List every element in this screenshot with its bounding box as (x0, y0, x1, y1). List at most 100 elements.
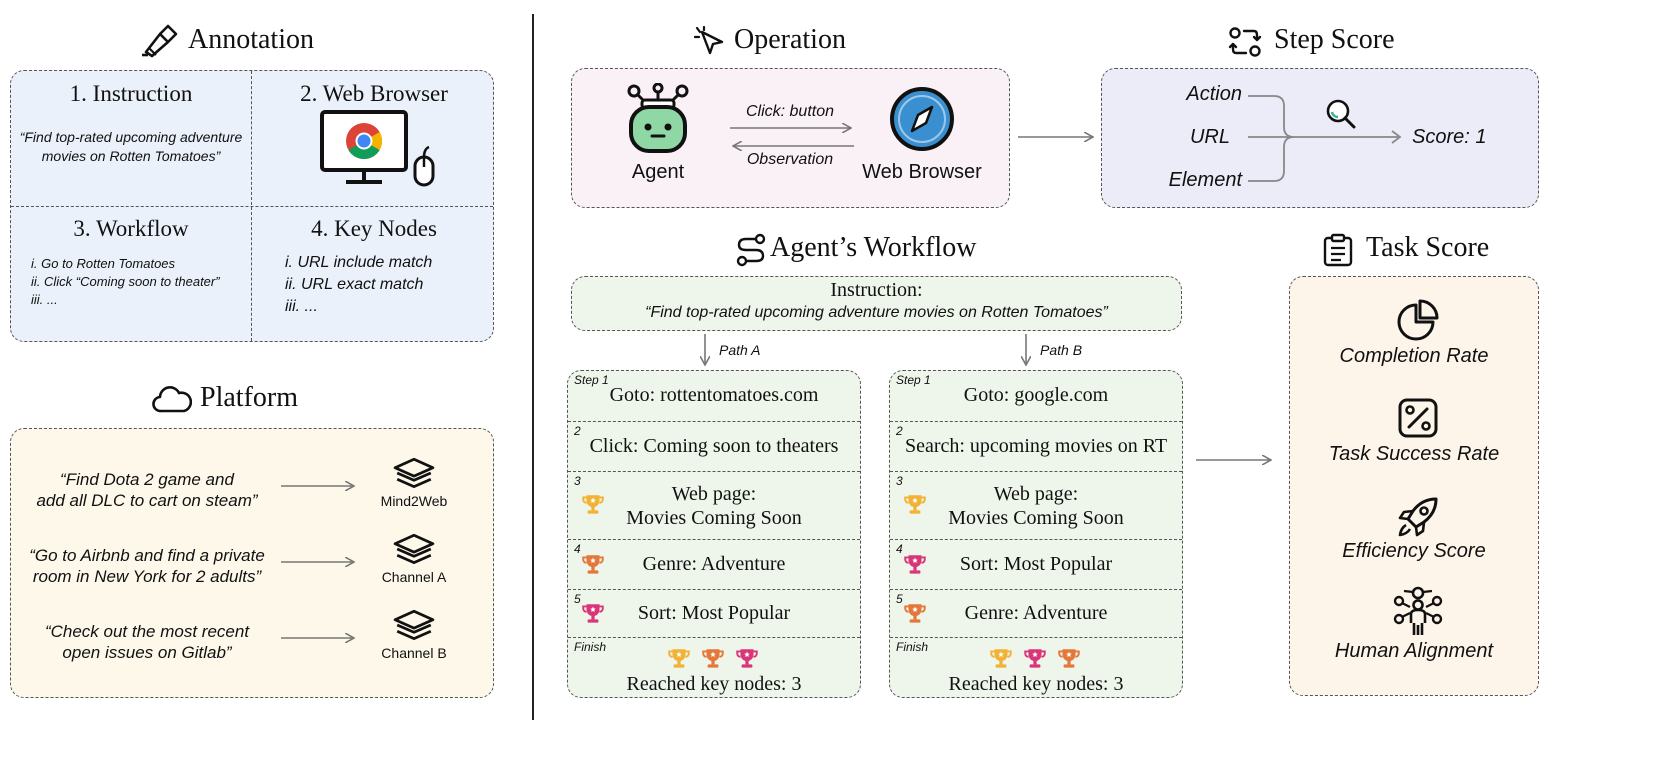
path-step: Step 1 Goto: google.com (890, 371, 1182, 421)
step-score-heading: Step Score (1226, 22, 1446, 62)
instruction-cell-title: 1. Instruction (69, 81, 193, 106)
step-input-url: URL (1189, 126, 1230, 148)
key-node-item: iii. ... (285, 298, 318, 315)
web-browser-cell: 2. Web Browser (253, 71, 495, 206)
trophy-gold-icon (988, 646, 1014, 672)
clipboard-icon (1323, 233, 1353, 267)
compass-browser-icon (890, 87, 954, 151)
platform-quote-line2: room in New York for 2 adults” (32, 567, 262, 586)
step-text: Web page: (671, 483, 757, 505)
platform-title: Platform (200, 382, 298, 413)
platform-quote-line2: add all DLC to cart on steam” (36, 491, 258, 510)
annotation-hdivider (11, 206, 493, 207)
path-step: 3 Web page: Movies Coming Soon (890, 471, 1182, 539)
workflow-cell-title: 3. Workflow (73, 216, 189, 241)
step-number: 5 (896, 592, 903, 606)
path-finish: Finish Reached key nodes: 3 (568, 637, 860, 699)
layers-icon (393, 533, 435, 567)
path-b-arrow (1019, 334, 1033, 370)
operation-title: Operation (734, 24, 846, 55)
step-number: Step 1 (896, 373, 931, 387)
platform-quote: “Find Dota 2 game and add all DLC to car… (7, 469, 287, 511)
metric-label: Completion Rate (1339, 345, 1489, 367)
step-score-result: Score: 1 (1412, 126, 1487, 148)
monitor-chrome-icon (320, 110, 435, 187)
workflow-item: i. Go to Rotten Tomatoes (31, 256, 176, 271)
platform-label: Mind2Web (380, 493, 448, 509)
pie-chart-icon (1397, 299, 1439, 341)
step-text: Click: Coming soon to theaters (589, 435, 839, 457)
platform-quote-line1: “Go to Airbnb and find a private (29, 546, 265, 565)
workflow-instruction-label: Instruction: (830, 279, 923, 301)
agent-label: Agent (631, 161, 685, 183)
finish-text: Reached key nodes: 3 (626, 673, 802, 695)
platform-quote-line2: open issues on Gitlab” (62, 643, 232, 662)
path-step: 4 Genre: Adventure (568, 539, 860, 589)
step-number: 4 (574, 542, 581, 556)
task-score-heading: Task Score (1322, 230, 1542, 270)
finish-label: Finish (574, 640, 607, 654)
workflow-to-taskscore-arrow (1196, 453, 1276, 467)
finish-label: Finish (896, 640, 929, 654)
exchange-icon (1228, 27, 1262, 57)
trophy-pink-icon (734, 646, 760, 672)
magnifier-icon (1326, 99, 1356, 129)
platform-quote-line1: “Check out the most recent (44, 622, 250, 641)
step-text: Sort: Most Popular (637, 602, 791, 624)
path-step: 5 Genre: Adventure (890, 589, 1182, 637)
finish-text: Reached key nodes: 3 (948, 673, 1124, 695)
step-merge-lines (1248, 95, 1402, 182)
layers-icon (393, 609, 435, 643)
step-score-title: Step Score (1274, 24, 1395, 55)
step-number: 2 (574, 424, 581, 438)
path-a-label: Path A (719, 342, 761, 358)
platform-label: Channel A (381, 569, 447, 585)
step-text: Goto: rottentomatoes.com (609, 384, 819, 406)
action-arrow (730, 121, 856, 135)
workflow-title: Agent’s Workflow (770, 232, 977, 263)
key-node-item: i. URL include match (285, 254, 433, 271)
metric-label: Human Alignment (1334, 640, 1494, 662)
observation-label: Observation (746, 151, 834, 168)
workflow-heading: Agent’s Workflow (736, 230, 996, 270)
platform-heading: Platform (152, 380, 352, 420)
cursor-click-icon (694, 26, 724, 55)
workflow-item: ii. Click “Coming soon to theater” (31, 274, 220, 289)
step-text-line2: Movies Coming Soon (948, 507, 1124, 529)
task-score-box: Completion Rate Task Success Rate Effici… (1289, 276, 1539, 696)
path-step: 2 Search: upcoming movies on RT (890, 421, 1182, 471)
step-number: 5 (574, 592, 581, 606)
instruction-cell: 1. Instruction “Find top-rated upcoming … (11, 71, 251, 206)
path-a-arrow (698, 334, 712, 370)
instruction-quote-line2: movies on Rotten Tomatoes” (41, 148, 221, 164)
path-step: 4 Sort: Most Popular (890, 539, 1182, 589)
trophy-pink-icon (1022, 646, 1048, 672)
metric-label: Efficiency Score (1342, 540, 1486, 562)
trophy-orange-icon (700, 646, 726, 672)
key-node-item: ii. URL exact match (285, 276, 424, 293)
workflow-item: iii. ... (31, 292, 58, 307)
step-text: Web page: (993, 483, 1079, 505)
path-step: 2 Click: Coming soon to theaters (568, 421, 860, 471)
step-text: Genre: Adventure (964, 602, 1108, 624)
platform-label: Channel B (381, 645, 447, 661)
path-step: 5 Sort: Most Popular (568, 589, 860, 637)
robot-agent-icon (627, 83, 689, 153)
key-nodes-cell: 4. Key Nodes i. URL include match ii. UR… (253, 208, 495, 343)
step-number: 3 (574, 474, 581, 488)
route-icon (736, 233, 766, 267)
step-text: Sort: Most Popular (959, 553, 1113, 575)
step-number: Step 1 (574, 373, 609, 387)
human-network-icon (1393, 586, 1443, 635)
step-text: Genre: Adventure (642, 553, 786, 575)
step-number: 4 (896, 542, 903, 556)
rocket-icon (1398, 497, 1438, 537)
trophy-orange-icon (1056, 646, 1082, 672)
annotation-heading: Annotation (140, 22, 340, 62)
workflow-instruction-box: Instruction: “Find top-rated upcoming ad… (571, 276, 1182, 331)
workflow-instruction-text: “Find top-rated upcoming adventure movie… (645, 304, 1108, 321)
path-finish: Finish Reached key nodes: 3 (890, 637, 1182, 699)
operation-box: Agent Click: button Observation Web Brow… (571, 68, 1010, 208)
path-b-column: Step 1 Goto: google.com 2 Search: upcomi… (889, 370, 1183, 698)
trophy-gold-icon (666, 646, 692, 672)
